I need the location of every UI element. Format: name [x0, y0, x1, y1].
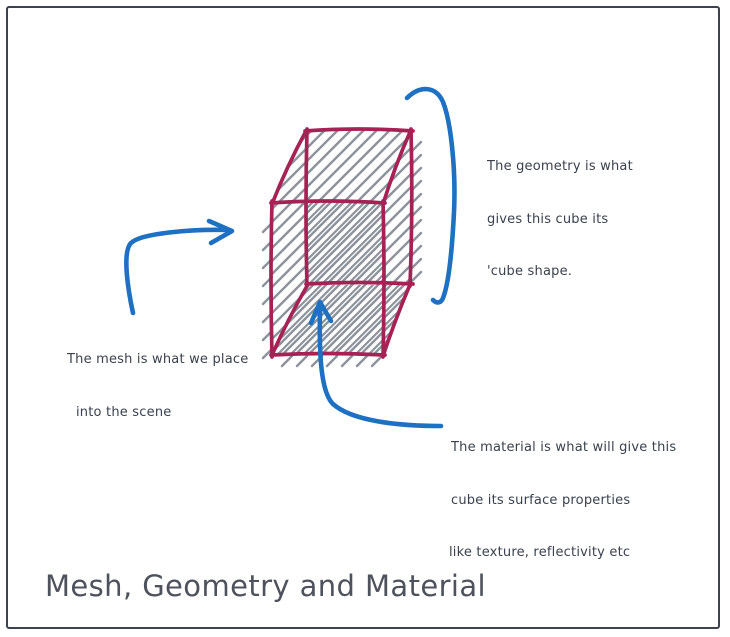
cube-edges — [269, 127, 415, 359]
material-arrowhead — [308, 299, 334, 326]
note-line: The material is what will give this — [451, 440, 677, 455]
cube-edge — [269, 351, 387, 357]
cube-edge — [304, 127, 309, 288]
cube-edge — [304, 280, 415, 286]
canvas-frame — [6, 6, 720, 629]
geometry-bracket-curve — [404, 86, 457, 305]
note-line: cube its surface properties — [451, 492, 631, 508]
cube-edge — [381, 285, 411, 358]
note-line: 'cube shape. — [487, 264, 573, 279]
note-line: The geometry is what — [487, 159, 633, 174]
material-arrow-shaft — [317, 306, 444, 429]
note-line: The mesh is what we place — [67, 352, 249, 367]
cube-edge — [381, 199, 386, 359]
note-line: gives this cube its — [487, 211, 609, 227]
mesh-arrow-shaft — [124, 227, 231, 316]
material-note: The material is what will give this cube… — [449, 404, 677, 597]
cube-edge — [270, 129, 308, 206]
note-line: into the scene — [76, 404, 172, 420]
cube-edge — [408, 127, 414, 288]
diagram-title: Mesh, Geometry and Material — [45, 569, 486, 603]
cube-edge — [303, 127, 415, 133]
hatch-overshoot-ticks — [261, 140, 423, 368]
note-line: like texture, reflectivity etc — [449, 545, 631, 560]
cube-edge — [269, 199, 387, 205]
cube-hatch-overlap-center — [307, 202, 383, 284]
mesh-arrow — [124, 218, 235, 316]
cube-edge — [270, 284, 309, 357]
mesh-note: The mesh is what we place into the scene — [67, 316, 248, 456]
material-arrow — [308, 299, 444, 429]
cube-hatch-overlap-bottom — [272, 285, 411, 355]
mesh-arrowhead — [206, 218, 235, 246]
geometry-bracket — [404, 86, 457, 305]
cube-edge — [269, 199, 274, 359]
cube-edge — [381, 130, 412, 206]
geometry-note: The geometry is what gives this cube its… — [487, 123, 633, 316]
